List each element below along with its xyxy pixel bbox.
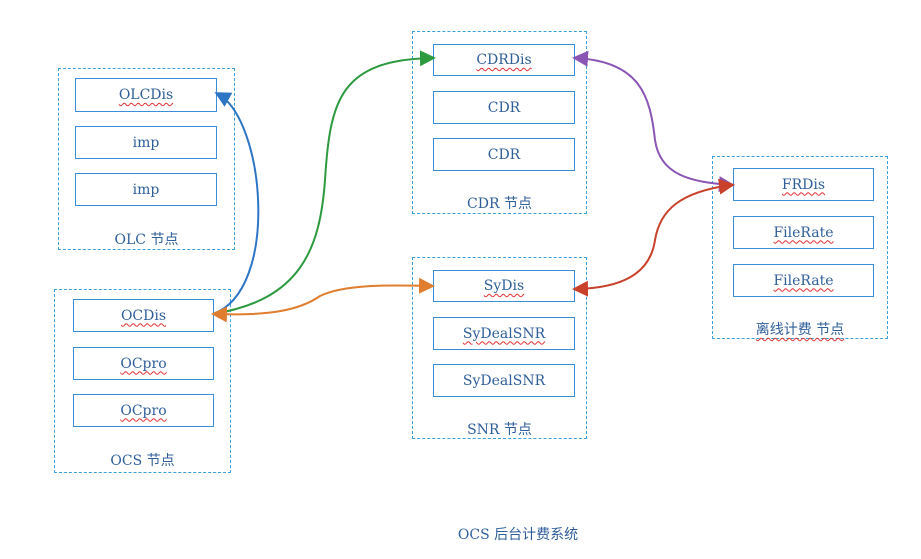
snr-deal-box-2[interactable]: SyDealSNR [433, 364, 575, 397]
cdr-box-2[interactable]: CDR [433, 138, 575, 171]
filerate-box-2[interactable]: FileRate [733, 264, 874, 297]
cdr-dis-label: CDRDis [476, 52, 532, 68]
arrow-ocdis-sydis [211, 277, 435, 323]
olc-dis-box[interactable]: OLCDis [75, 78, 217, 112]
cdr-label-1: CDR [487, 99, 521, 116]
ocs-dis-box[interactable]: OCDis [73, 299, 214, 332]
filerate-label-1: FileRate [773, 224, 834, 241]
snr-dis-label: SyDis [483, 278, 525, 294]
olc-group-label: OLC 节点 [114, 232, 179, 248]
cdr-group-label: CDR 节点 [467, 196, 532, 212]
filerate-label-2: FileRate [773, 272, 834, 289]
arrow-frdis-sydis [572, 178, 735, 297]
arrow-ocdis-olcdis [212, 92, 260, 315]
fr-dis-label: FRDis [781, 176, 826, 193]
ocs-dis-label: OCDis [120, 307, 167, 324]
snr-node-group: SyDis SyDealSNR SyDealSNR SNR 节点 [412, 257, 587, 439]
ocs-node-group: OCDis OCpro OCpro OCS 节点 [54, 289, 231, 473]
ocs-pro-box-2[interactable]: OCpro [73, 394, 214, 427]
olc-imp-box-1[interactable]: imp [75, 126, 217, 159]
snr-group-label: SNR 节点 [467, 422, 532, 438]
snr-deal-box-1[interactable]: SyDealSNR [433, 317, 575, 350]
snr-deal-label-1: SyDealSNR [462, 325, 546, 342]
cdr-box-1[interactable]: CDR [433, 91, 575, 124]
cdr-label-2: CDR [487, 146, 521, 163]
snr-dis-box[interactable]: SyDis [433, 270, 575, 302]
olc-imp-label-2: imp [132, 181, 160, 198]
offline-group-label: 离线计费 节点 [755, 322, 845, 338]
olc-node-group: OLCDis imp imp OLC 节点 [58, 68, 235, 250]
arrow-frdis-cdrdis [572, 50, 735, 193]
ocs-pro-label-1: OCpro [120, 355, 167, 372]
diagram-caption: OCS 后台计费系统 [457, 527, 579, 543]
offline-node-group: FRDis FileRate FileRate 离线计费 节点 [712, 156, 888, 339]
olc-imp-box-2[interactable]: imp [75, 173, 217, 206]
ocs-group-label: OCS 节点 [110, 453, 175, 469]
fr-dis-box[interactable]: FRDis [733, 168, 874, 201]
ocs-pro-label-2: OCpro [120, 402, 167, 419]
ocs-pro-box-1[interactable]: OCpro [73, 347, 214, 380]
cdr-node-group: CDRDis CDR CDR CDR 节点 [412, 31, 587, 214]
snr-deal-label-2: SyDealSNR [462, 372, 546, 389]
olc-imp-label-1: imp [132, 134, 160, 151]
olc-dis-label: OLCDis [118, 87, 174, 103]
filerate-box-1[interactable]: FileRate [733, 216, 874, 249]
arrow-ocdis-cdrdis [212, 50, 436, 315]
